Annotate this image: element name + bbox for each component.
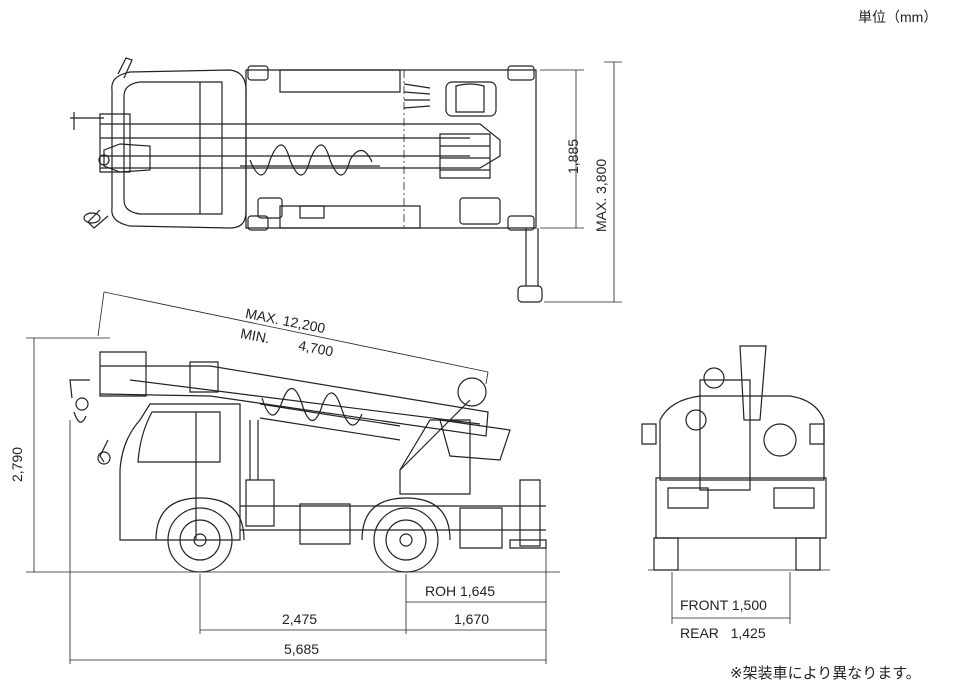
top-view: [70, 58, 622, 302]
dim-5685: 5,685: [284, 641, 320, 657]
dim-2475: 2,475: [282, 611, 318, 627]
side-view: [26, 292, 560, 664]
rear-view: [642, 346, 830, 624]
dim-1670: 1,670: [454, 611, 490, 627]
dim-roh-1645: ROH 1,645: [425, 583, 496, 599]
dim-1885: 1,885: [565, 138, 581, 174]
unit-note: 単位（mm）: [858, 9, 938, 25]
dim-max-3800: MAX. 3,800: [593, 158, 609, 232]
dim-height-2790: 2,790: [9, 446, 25, 482]
footnote: ※架装車により異なります。: [730, 665, 921, 682]
rear-track: REAR 1,425: [680, 625, 766, 641]
front-track: FRONT 1,500: [680, 597, 767, 613]
